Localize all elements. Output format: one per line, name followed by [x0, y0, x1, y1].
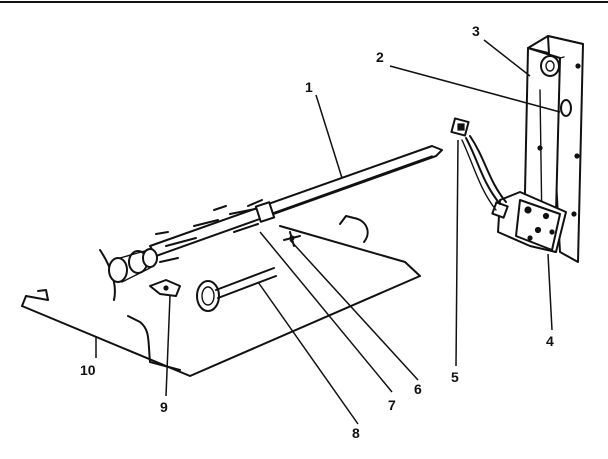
- callout-1: 1: [305, 79, 313, 95]
- counterweight: [196, 267, 277, 312]
- callout-7: 7: [388, 397, 396, 413]
- motor-cord: [450, 117, 507, 211]
- spit-handle: [99, 248, 158, 301]
- callout-2: 2: [376, 49, 384, 65]
- support-frame: [21, 215, 421, 377]
- callout-3: 3: [472, 23, 480, 39]
- thumb-screw: [283, 231, 301, 247]
- callout-6: 6: [414, 381, 422, 397]
- callout-5: 5: [451, 369, 459, 385]
- spit-bearing: [149, 279, 181, 297]
- leader-lines: [95, 39, 561, 425]
- callout-8: 8: [352, 425, 360, 441]
- callout-10: 10: [80, 362, 96, 378]
- spit-forks: [155, 199, 276, 263]
- callout-4: 4: [546, 333, 554, 349]
- callout-labels: 1 2 3 4 5 6 7 8 9 10: [80, 23, 554, 441]
- mounting-bracket: [523, 35, 584, 263]
- rotisserie-motor: [491, 191, 567, 253]
- callout-9: 9: [160, 399, 168, 415]
